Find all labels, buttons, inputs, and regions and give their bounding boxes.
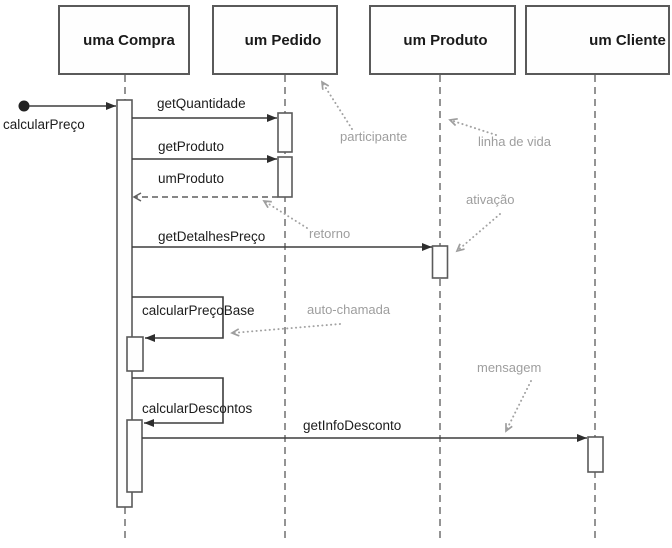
message-calcularpreco — [18, 100, 116, 112]
annotation-label-retorno: retorno — [309, 226, 351, 241]
message-label-calcularprecobase: calcularPreçoBase — [142, 303, 255, 318]
annotation-label-mensagem: mensagem — [477, 360, 542, 375]
participant-name: um Cliente — [589, 31, 666, 49]
annotation-label-linha-de-vida: linha de vida — [478, 134, 551, 149]
participant-box-um-pedido: um Pedido — [212, 5, 338, 75]
activation-produto — [431, 245, 449, 279]
participant-name: um Pedido — [244, 31, 322, 49]
activation-cliente — [587, 436, 604, 473]
participant-box-um-cliente: um Cliente — [525, 5, 670, 75]
activation-compra-nested-1 — [126, 336, 144, 372]
annotation-arrow-retorno — [264, 201, 308, 229]
message-arrows — [18, 100, 587, 442]
annotation-label-participante: participante — [340, 129, 408, 144]
participant-box-uma-compra: uma Compra — [58, 5, 190, 75]
annotation-arrow-participante — [322, 82, 353, 130]
participant-name: um Produto — [403, 31, 488, 49]
message-label-getquantidade: getQuantidade — [157, 96, 246, 111]
participant-box-um-produto: um Produto — [369, 5, 516, 75]
activation-pedido-1 — [277, 112, 293, 153]
annotation-arrows — [232, 82, 532, 431]
activation-bars — [116, 99, 604, 508]
annotation-label-auto-chamada: auto-chamada — [307, 302, 391, 317]
activation-compra-main — [116, 99, 133, 508]
found-message-circle — [18, 100, 30, 112]
annotation-arrow-mensagem — [505, 380, 532, 431]
participant-name: uma Compra — [83, 31, 175, 49]
annotation-arrow-linha-de-vida — [450, 120, 497, 136]
annotation-arrow-auto-chamada — [232, 323, 341, 333]
annotation-arrow-ativacao — [457, 213, 501, 251]
activation-pedido-2 — [277, 156, 293, 198]
message-label-getinfodesconto: getInfoDesconto — [303, 418, 402, 433]
annotation-label-ativacao: ativação — [466, 192, 515, 207]
message-label-umproduto: umProduto — [158, 171, 225, 186]
message-label-calcularpreco: calcularPreço — [3, 117, 85, 132]
message-calcularprecobase-self — [132, 296, 224, 342]
activation-compra-nested-2 — [126, 419, 143, 493]
message-calculardescontos-self — [132, 377, 224, 427]
message-label-getdetalhespreco: getDetalhesPreço — [158, 229, 266, 244]
message-label-calculardescontos: calcularDescontos — [142, 401, 253, 416]
message-label-getproduto: getProduto — [158, 139, 225, 154]
